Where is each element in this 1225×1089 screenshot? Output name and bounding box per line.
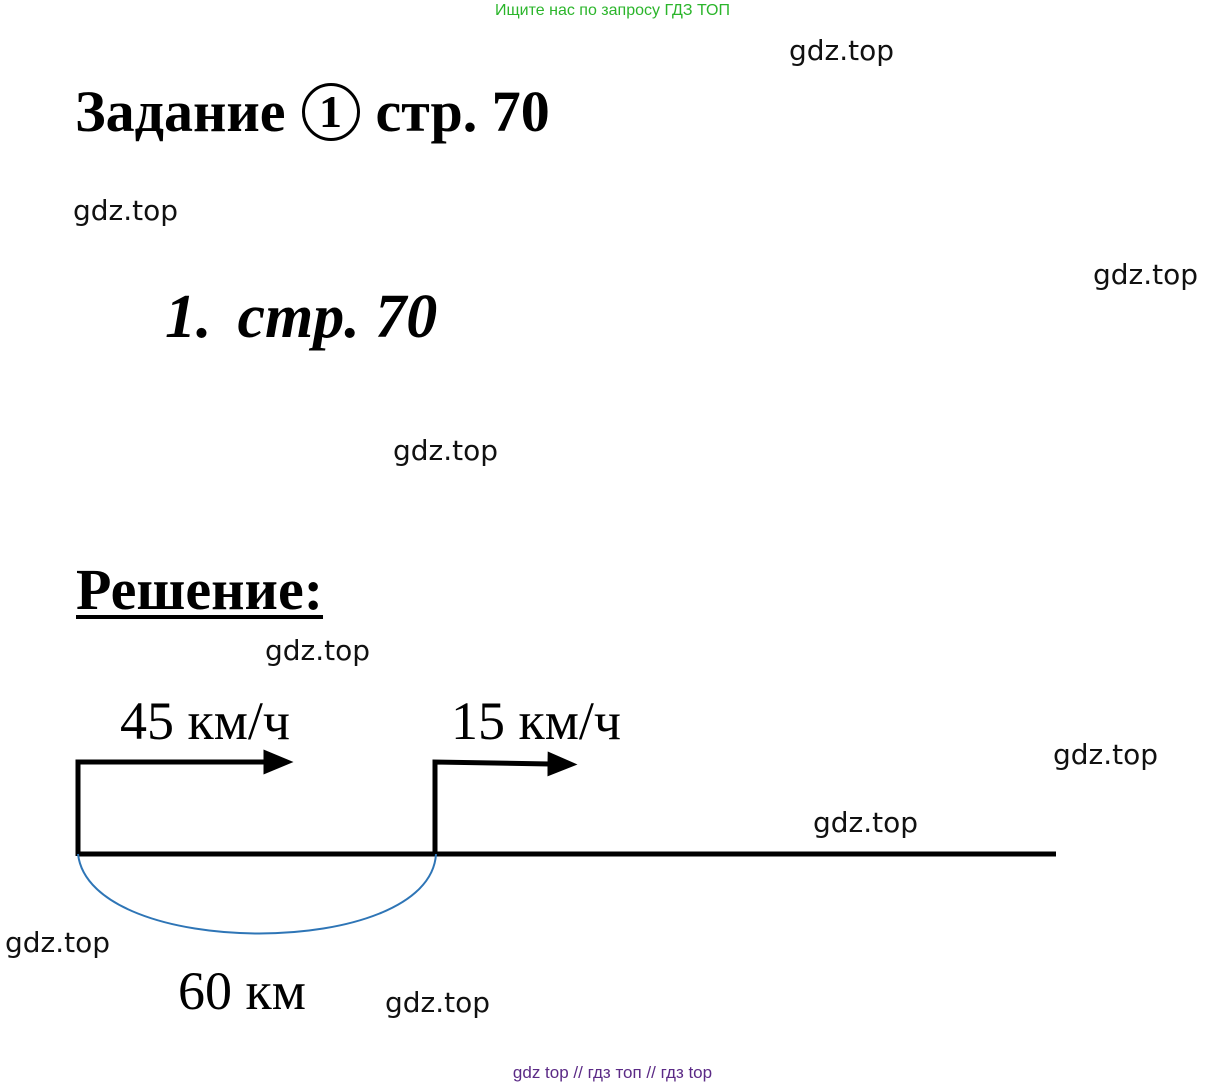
task-title: Задание 1 стр. 70 — [75, 78, 550, 145]
speed-label-second: 15 км/ч — [451, 691, 622, 751]
first-vehicle-arrow — [75, 749, 294, 856]
task-title-prefix: Задание — [75, 79, 286, 144]
watermark: gdz.top — [265, 634, 371, 667]
task-subtitle: 1. стр. 70 — [165, 282, 437, 353]
watermark: gdz.top — [5, 926, 111, 959]
distance-arc — [77, 853, 437, 935]
footer-links[interactable]: gdz top // гдз топ // гдз top — [512, 1063, 713, 1082]
watermark: gdz.top — [813, 806, 919, 839]
top-banner[interactable]: Ищите нас по запросу ГДЗ ТОП — [495, 2, 730, 19]
task-subtitle-number: 1. — [165, 283, 212, 351]
watermark: gdz.top — [393, 434, 499, 467]
watermark: gdz.top — [73, 194, 179, 227]
watermark: gdz.top — [1053, 738, 1159, 771]
watermark: gdz.top — [1093, 258, 1199, 291]
watermark: gdz.top — [385, 986, 491, 1019]
task-number-circle: 1 — [301, 82, 360, 141]
distance-label: 60 км — [178, 961, 306, 1021]
speed-label-first: 45 км/ч — [120, 691, 291, 751]
task-subtitle-page: стр. 70 — [237, 283, 438, 351]
second-vehicle-arrow — [432, 751, 578, 856]
task-title-page: стр. 70 — [375, 79, 550, 144]
solution-heading: Решение: — [76, 557, 324, 622]
watermark: gdz.top — [789, 34, 895, 67]
